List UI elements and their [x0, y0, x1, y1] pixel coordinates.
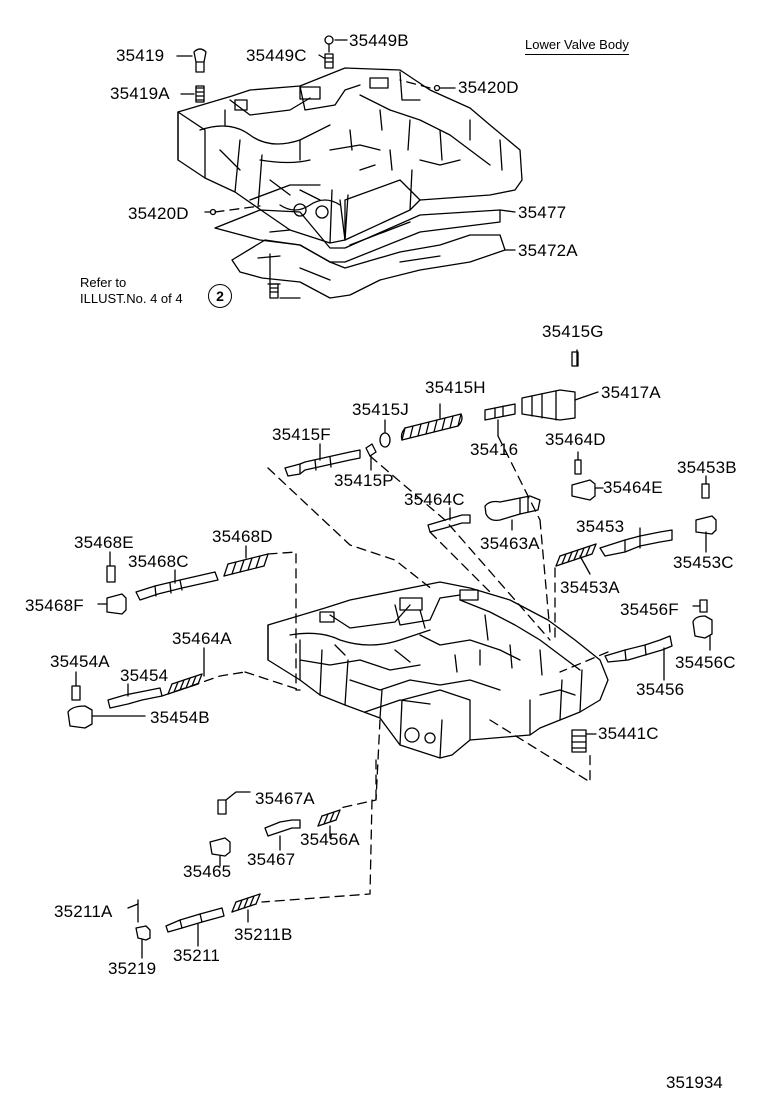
label-35416: 35416	[470, 440, 519, 459]
illustration-ref-badge: 2	[208, 284, 232, 308]
label-35465: 35465	[183, 862, 232, 881]
label-35468f: 35468F	[25, 596, 84, 615]
label-35464a: 35464A	[172, 629, 232, 648]
top-fasteners	[193, 35, 441, 299]
label-35415f: 35415F	[272, 425, 331, 444]
label-35449c: 35449C	[246, 46, 307, 65]
label-35456c: 35456C	[675, 653, 736, 672]
figure-code: 351934	[666, 1073, 723, 1092]
label-35467a: 35467A	[255, 789, 315, 808]
label-35449b: 35449B	[349, 31, 409, 50]
label-35415p: 35415P	[334, 471, 394, 490]
label-35419: 35419	[116, 46, 165, 65]
label-35464d: 35464D	[545, 430, 606, 449]
label-35477: 35477	[518, 203, 567, 222]
label-35456: 35456	[636, 680, 685, 699]
label-35219: 35219	[108, 959, 157, 978]
label-35456a: 35456A	[300, 830, 360, 849]
label-35468c: 35468C	[128, 552, 189, 571]
label-35467: 35467	[247, 850, 296, 869]
label-35468e: 35468E	[74, 533, 134, 552]
label-35415j: 35415J	[352, 400, 409, 419]
label-35454a: 35454A	[50, 652, 110, 671]
dashed-lines	[161, 79, 609, 903]
label-35454: 35454	[120, 666, 169, 685]
label-35420d-left: 35420D	[128, 204, 189, 223]
label-35420d-top: 35420D	[458, 78, 519, 97]
label-35463a: 35463A	[480, 534, 540, 553]
label-35456f: 35456F	[620, 600, 679, 619]
label-35464c: 35464C	[404, 490, 465, 509]
label-35453a: 35453A	[560, 578, 620, 597]
label-35453b: 35453B	[677, 458, 737, 477]
diagram-title: Lower Valve Body	[525, 37, 629, 55]
label-35453c: 35453C	[673, 553, 734, 572]
label-35417a: 35417A	[601, 383, 661, 402]
label-35211b: 35211B	[234, 925, 293, 944]
label-35464e: 35464E	[603, 478, 663, 497]
label-35415h: 35415H	[425, 378, 486, 397]
label-35211a: 35211A	[54, 902, 113, 921]
label-35415g: 35415G	[542, 322, 604, 341]
upper-valve-body	[177, 67, 523, 244]
label-35454b: 35454B	[150, 708, 210, 727]
separator-plate	[214, 209, 501, 263]
label-35441c: 35441C	[598, 724, 659, 743]
leader-lines	[75, 39, 711, 959]
lower-valve-body	[267, 581, 609, 759]
label-35211: 35211	[173, 946, 221, 965]
refer-note-line1: Refer to	[80, 275, 127, 290]
label-35419a: 35419A	[110, 84, 170, 103]
label-35453: 35453	[576, 517, 625, 536]
valve-parts	[67, 351, 717, 941]
refer-note-line2: ILLUST.No. 4 of 4	[80, 291, 183, 306]
label-35468d: 35468D	[212, 527, 273, 546]
label-35472a: 35472A	[518, 241, 578, 260]
